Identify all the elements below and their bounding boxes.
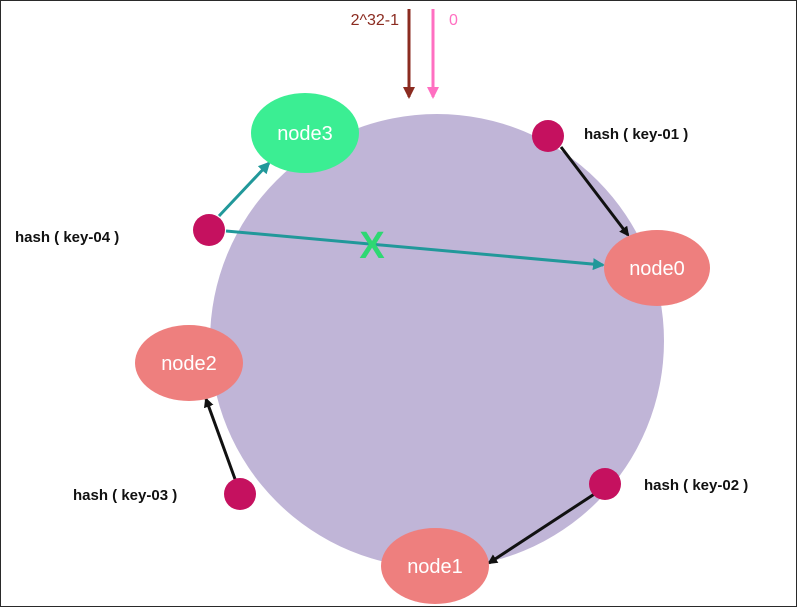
key-02-point [589, 468, 621, 500]
removed-mapping-x-mark: X [359, 225, 385, 267]
key-04-point [193, 214, 225, 246]
node3-ellipse [251, 93, 359, 173]
zero-value-label: 0 [449, 12, 458, 29]
key-03-label: hash ( key-03 ) [73, 487, 177, 504]
arrow-key04-to-node0-removed [225, 229, 605, 271]
key-04-label: hash ( key-04 ) [15, 229, 119, 246]
node2-label: node2 [161, 353, 217, 375]
key-02-label: hash ( key-02 ) [644, 477, 748, 494]
node1-ellipse [381, 528, 489, 604]
key-01-label: hash ( key-01 ) [584, 126, 688, 143]
node0-ellipse [604, 230, 710, 306]
key-01-point [532, 120, 564, 152]
arrow-key03-to-node2 [204, 397, 237, 480]
arrow-key01-to-node0 [559, 146, 630, 237]
arrow-key04-to-node3 [217, 161, 271, 218]
arrow-key02-to-node1 [487, 491, 597, 565]
node0-label: node0 [629, 258, 685, 280]
max-value-label: 2^32-1 [351, 12, 400, 29]
hash-ring [210, 114, 664, 568]
key-03-point [224, 478, 256, 510]
node3-label: node3 [277, 123, 333, 145]
node2-ellipse [135, 325, 243, 401]
node1-label: node1 [407, 556, 463, 578]
